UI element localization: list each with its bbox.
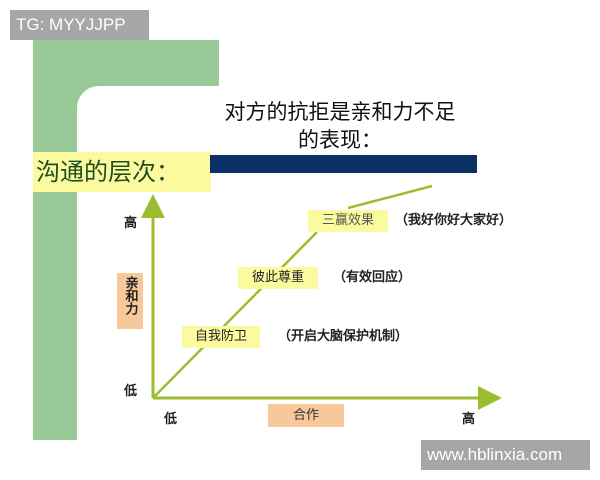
- stage-note-2: （有效回应）: [333, 270, 412, 285]
- slide-title-line1: 对方的抗拒是亲和力不足: [224, 100, 456, 124]
- section-title: 沟通的层次：: [36, 158, 180, 186]
- y-tick-high: 高: [124, 216, 138, 231]
- stage-label-2: 彼此尊重: [238, 267, 318, 289]
- section-title-band: [33, 152, 211, 192]
- x-tick-low: 低: [164, 412, 178, 427]
- watermark-top-left: TG: MYYJJPP: [10, 10, 149, 40]
- x-tick-high: 高: [462, 412, 476, 427]
- slide-title-line2: 的表现：: [298, 128, 382, 152]
- trend-line-top: [347, 184, 433, 210]
- y-axis-label-text: 亲和力: [122, 276, 138, 315]
- stage-label-3: 三赢效果: [308, 210, 388, 232]
- stage-note-3: （我好你好大家好）: [395, 213, 513, 228]
- frame-left-bar: [33, 40, 77, 440]
- stage-label-1: 自我防卫: [182, 326, 260, 348]
- navy-divider-bar: [210, 155, 477, 173]
- x-axis-label: 合作: [268, 404, 344, 427]
- y-axis-label: 亲和力: [117, 273, 143, 329]
- y-tick-low: 低: [124, 384, 138, 399]
- watermark-bottom-right: www.hblinxia.com: [421, 440, 590, 470]
- stage-note-1: （开启大脑保护机制）: [278, 329, 409, 344]
- slide-title: 对方的抗拒是亲和力不足 的表现：: [180, 98, 500, 154]
- trend-line: [152, 231, 318, 399]
